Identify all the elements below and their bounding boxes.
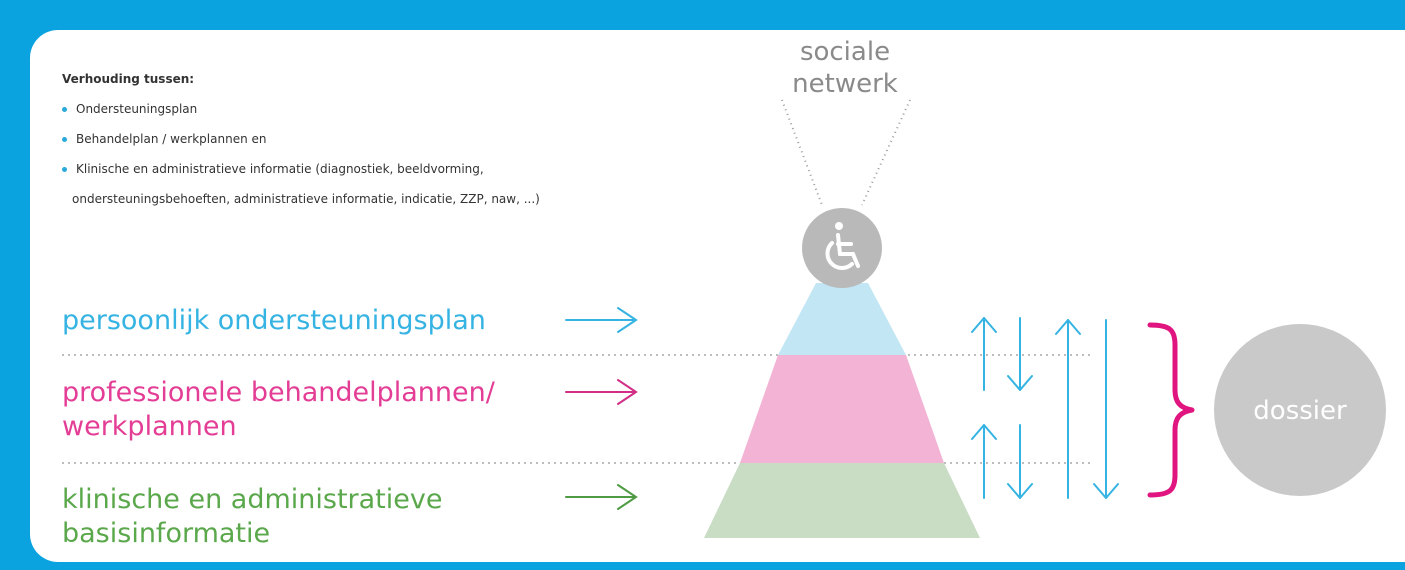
network-ray xyxy=(861,99,911,206)
arrow-down-icon xyxy=(1007,424,1033,499)
arrow-up-icon xyxy=(971,317,997,391)
intro-item-text: Klinische en administratieve informatie … xyxy=(76,162,484,176)
intro-list: Ondersteuningsplan Behandelplan / werkpl… xyxy=(62,102,742,206)
basic-info-text-line1: klinische en administratieve xyxy=(62,484,443,515)
intro-item-continuation: ondersteuningsbehoeften, administratieve… xyxy=(72,192,540,206)
intro-item-text: Behandelplan / werkplannen en xyxy=(76,132,267,146)
intro-item: Klinische en administratieve informatie … xyxy=(62,162,742,206)
basic-info-text-line2: basisinformatie xyxy=(62,518,271,549)
intro-block: Verhouding tussen: Ondersteuningsplan Be… xyxy=(62,72,742,222)
support-plan-label: persoonlijk ondersteuningsplan xyxy=(62,304,486,338)
intro-title: Verhouding tussen: xyxy=(62,72,195,86)
arrow-down-icon xyxy=(1007,317,1033,391)
network-ray xyxy=(781,99,823,206)
person-circle xyxy=(802,208,882,288)
treatment-plans-label: professionele behandelplannen/ werkplann… xyxy=(62,376,495,444)
dossier-label: dossier xyxy=(1253,396,1347,426)
arrow-right-icon xyxy=(565,379,638,405)
treatment-plans-text-line1: professionele behandelplannen/ xyxy=(62,377,495,408)
bullet-icon xyxy=(62,167,67,172)
arrow-up-icon xyxy=(971,424,997,499)
support-plan-text: persoonlijk ondersteuningsplan xyxy=(62,305,486,336)
social-network-line2: netwerk xyxy=(792,69,898,99)
intro-item: Ondersteuningsplan xyxy=(62,102,742,116)
pyramid-middle-pink xyxy=(740,355,944,463)
arrow-right-icon xyxy=(565,307,638,333)
curly-brace xyxy=(1147,322,1195,498)
arrow-right-icon xyxy=(565,484,638,510)
social-network-label: sociale netwerk xyxy=(745,36,945,100)
dossier-circle xyxy=(1214,324,1386,496)
pyramid-bottom-green xyxy=(704,463,980,538)
treatment-plans-text-line2: werkplannen xyxy=(62,411,237,442)
bullet-icon xyxy=(62,107,67,112)
wheelchair-icon xyxy=(825,222,860,270)
intro-item: Behandelplan / werkplannen en xyxy=(62,132,742,146)
pyramid-top-blue xyxy=(778,283,906,355)
arrow-down-icon xyxy=(1093,319,1119,499)
person-node xyxy=(802,208,882,288)
basic-info-label: klinische en administratieve basisinform… xyxy=(62,483,442,551)
arrow-up-icon xyxy=(1055,319,1081,499)
bullet-icon xyxy=(62,137,67,142)
social-network-line1: sociale xyxy=(799,37,891,67)
intro-item-text: Ondersteuningsplan xyxy=(76,102,198,116)
